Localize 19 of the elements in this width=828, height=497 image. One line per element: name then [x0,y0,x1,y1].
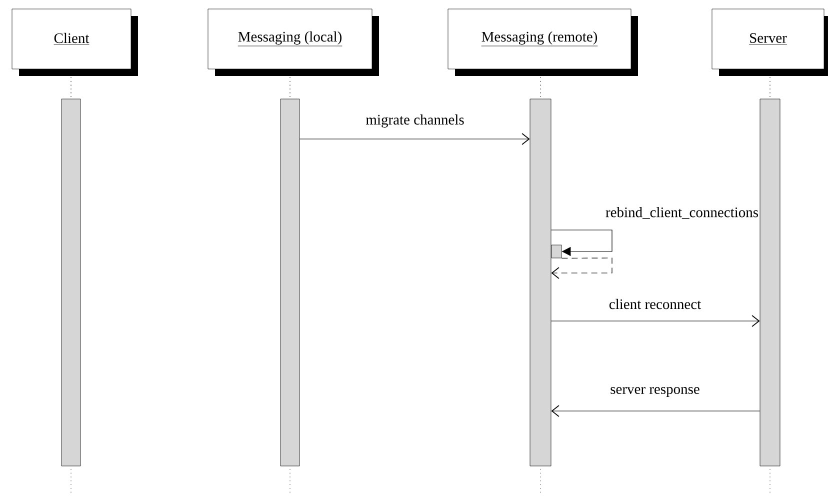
edge-label: migrate channels [366,114,464,128]
message-arrow [299,133,530,145]
lifeline [70,76,72,100]
activation-bar [280,98,300,466]
edge-label: rebind_client_connections [606,207,758,219]
participant-box: Messaging (remote) [448,8,638,76]
participant-box: Client [12,8,138,76]
message-arrow [550,315,760,327]
participant-box: Messaging (local) [208,8,379,76]
message-arrow [550,230,612,256]
activation-bar [61,98,81,466]
message-arrow [551,258,612,279]
message-arrow [551,405,760,417]
edge-label: server response [610,387,700,397]
activation-bar [551,244,562,258]
activation-bar [760,98,780,466]
participant-box: Server [712,8,828,76]
lifeline [540,76,541,100]
edge-label: client reconnect [609,298,702,310]
